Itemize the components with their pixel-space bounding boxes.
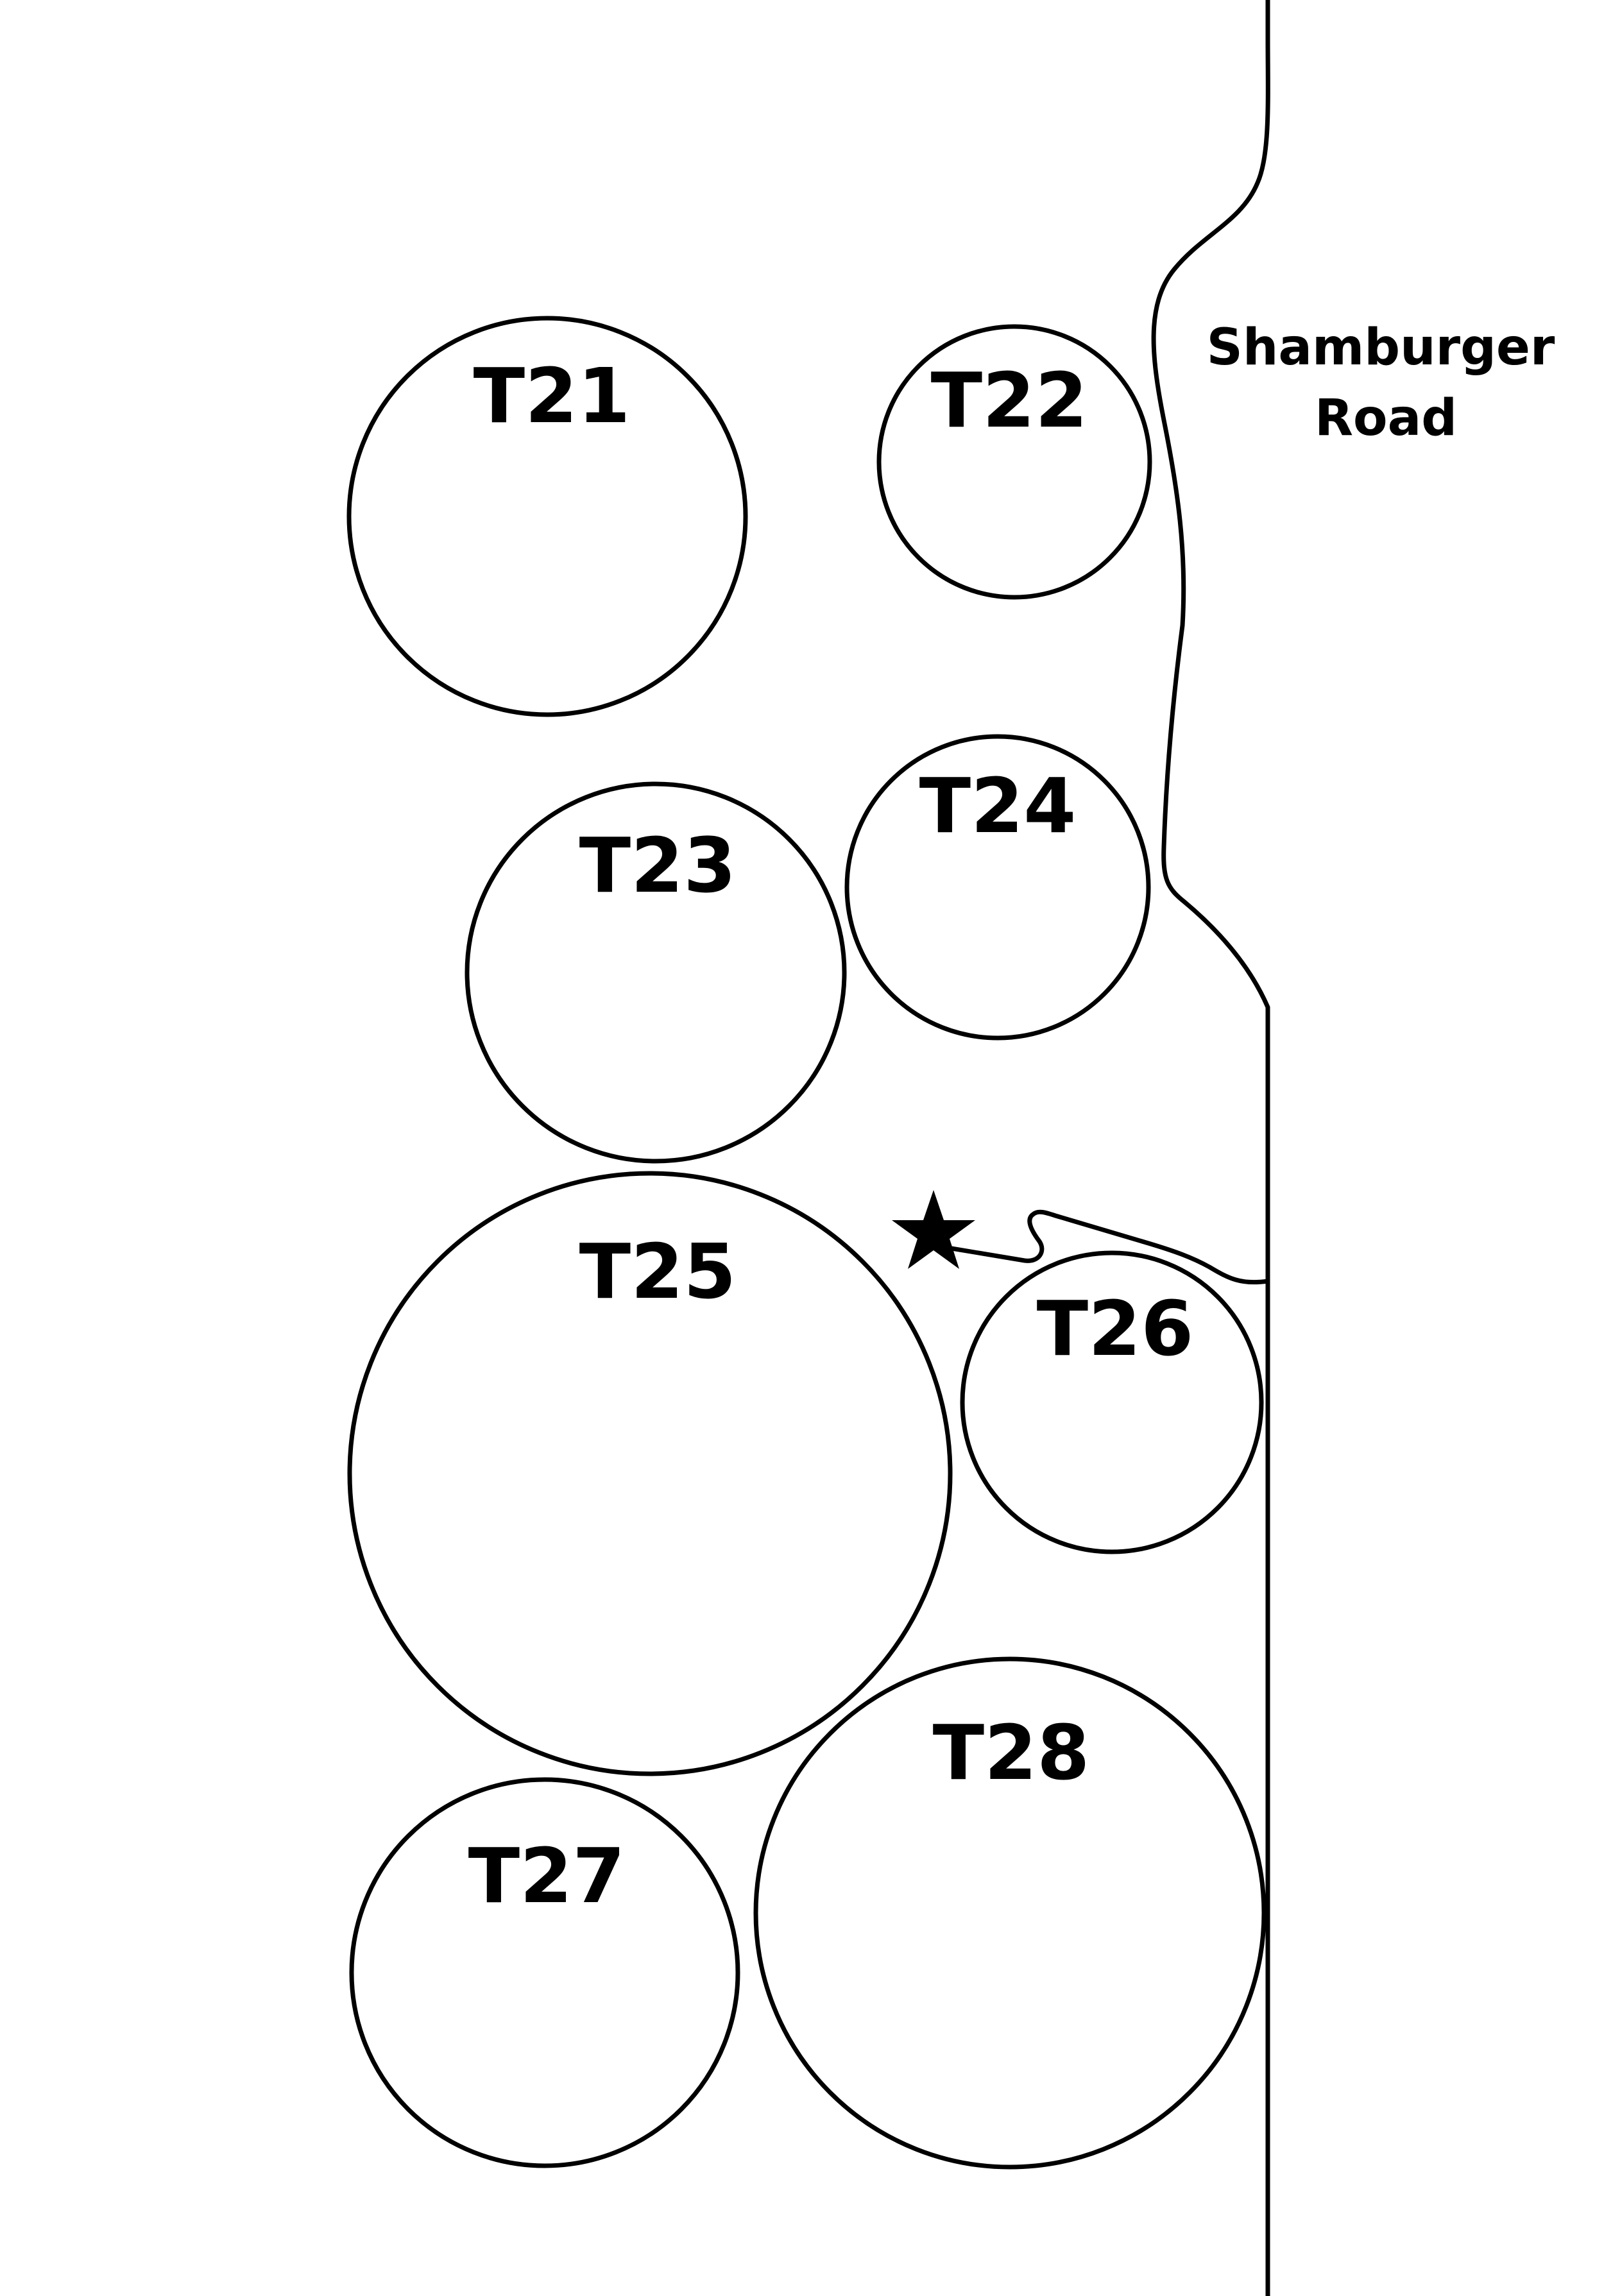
field-label-t24: T24 (919, 761, 1077, 850)
field-t22[interactable]: T22 (876, 324, 1152, 600)
star-icon (892, 1190, 975, 1269)
field-label-t22: T22 (931, 356, 1088, 445)
field-t26[interactable]: T26 (960, 1250, 1264, 1554)
field-t28[interactable]: T28 (753, 1656, 1267, 2170)
shamburger-road (1151, 0, 1270, 2296)
field-label-t21: T21 (474, 352, 631, 440)
field-label-t26: T26 (1037, 1284, 1194, 1373)
road-label-line2: Road (1315, 389, 1457, 447)
road-label-line1: Shamburger (1207, 319, 1555, 377)
field-label-t27: T27 (468, 1832, 626, 1920)
field-label-t23: T23 (579, 821, 737, 910)
field-t25[interactable]: T25 (347, 1171, 953, 1776)
field-t21[interactable]: T21 (346, 316, 748, 717)
access-trail (937, 1209, 1270, 1285)
field-label-t25: T25 (579, 1227, 737, 1316)
field-t27[interactable]: T27 (349, 1777, 740, 2168)
field-t24[interactable]: T24 (844, 734, 1151, 1041)
field-label-t28: T28 (933, 1708, 1090, 1797)
field-t23[interactable]: T23 (465, 781, 847, 1164)
